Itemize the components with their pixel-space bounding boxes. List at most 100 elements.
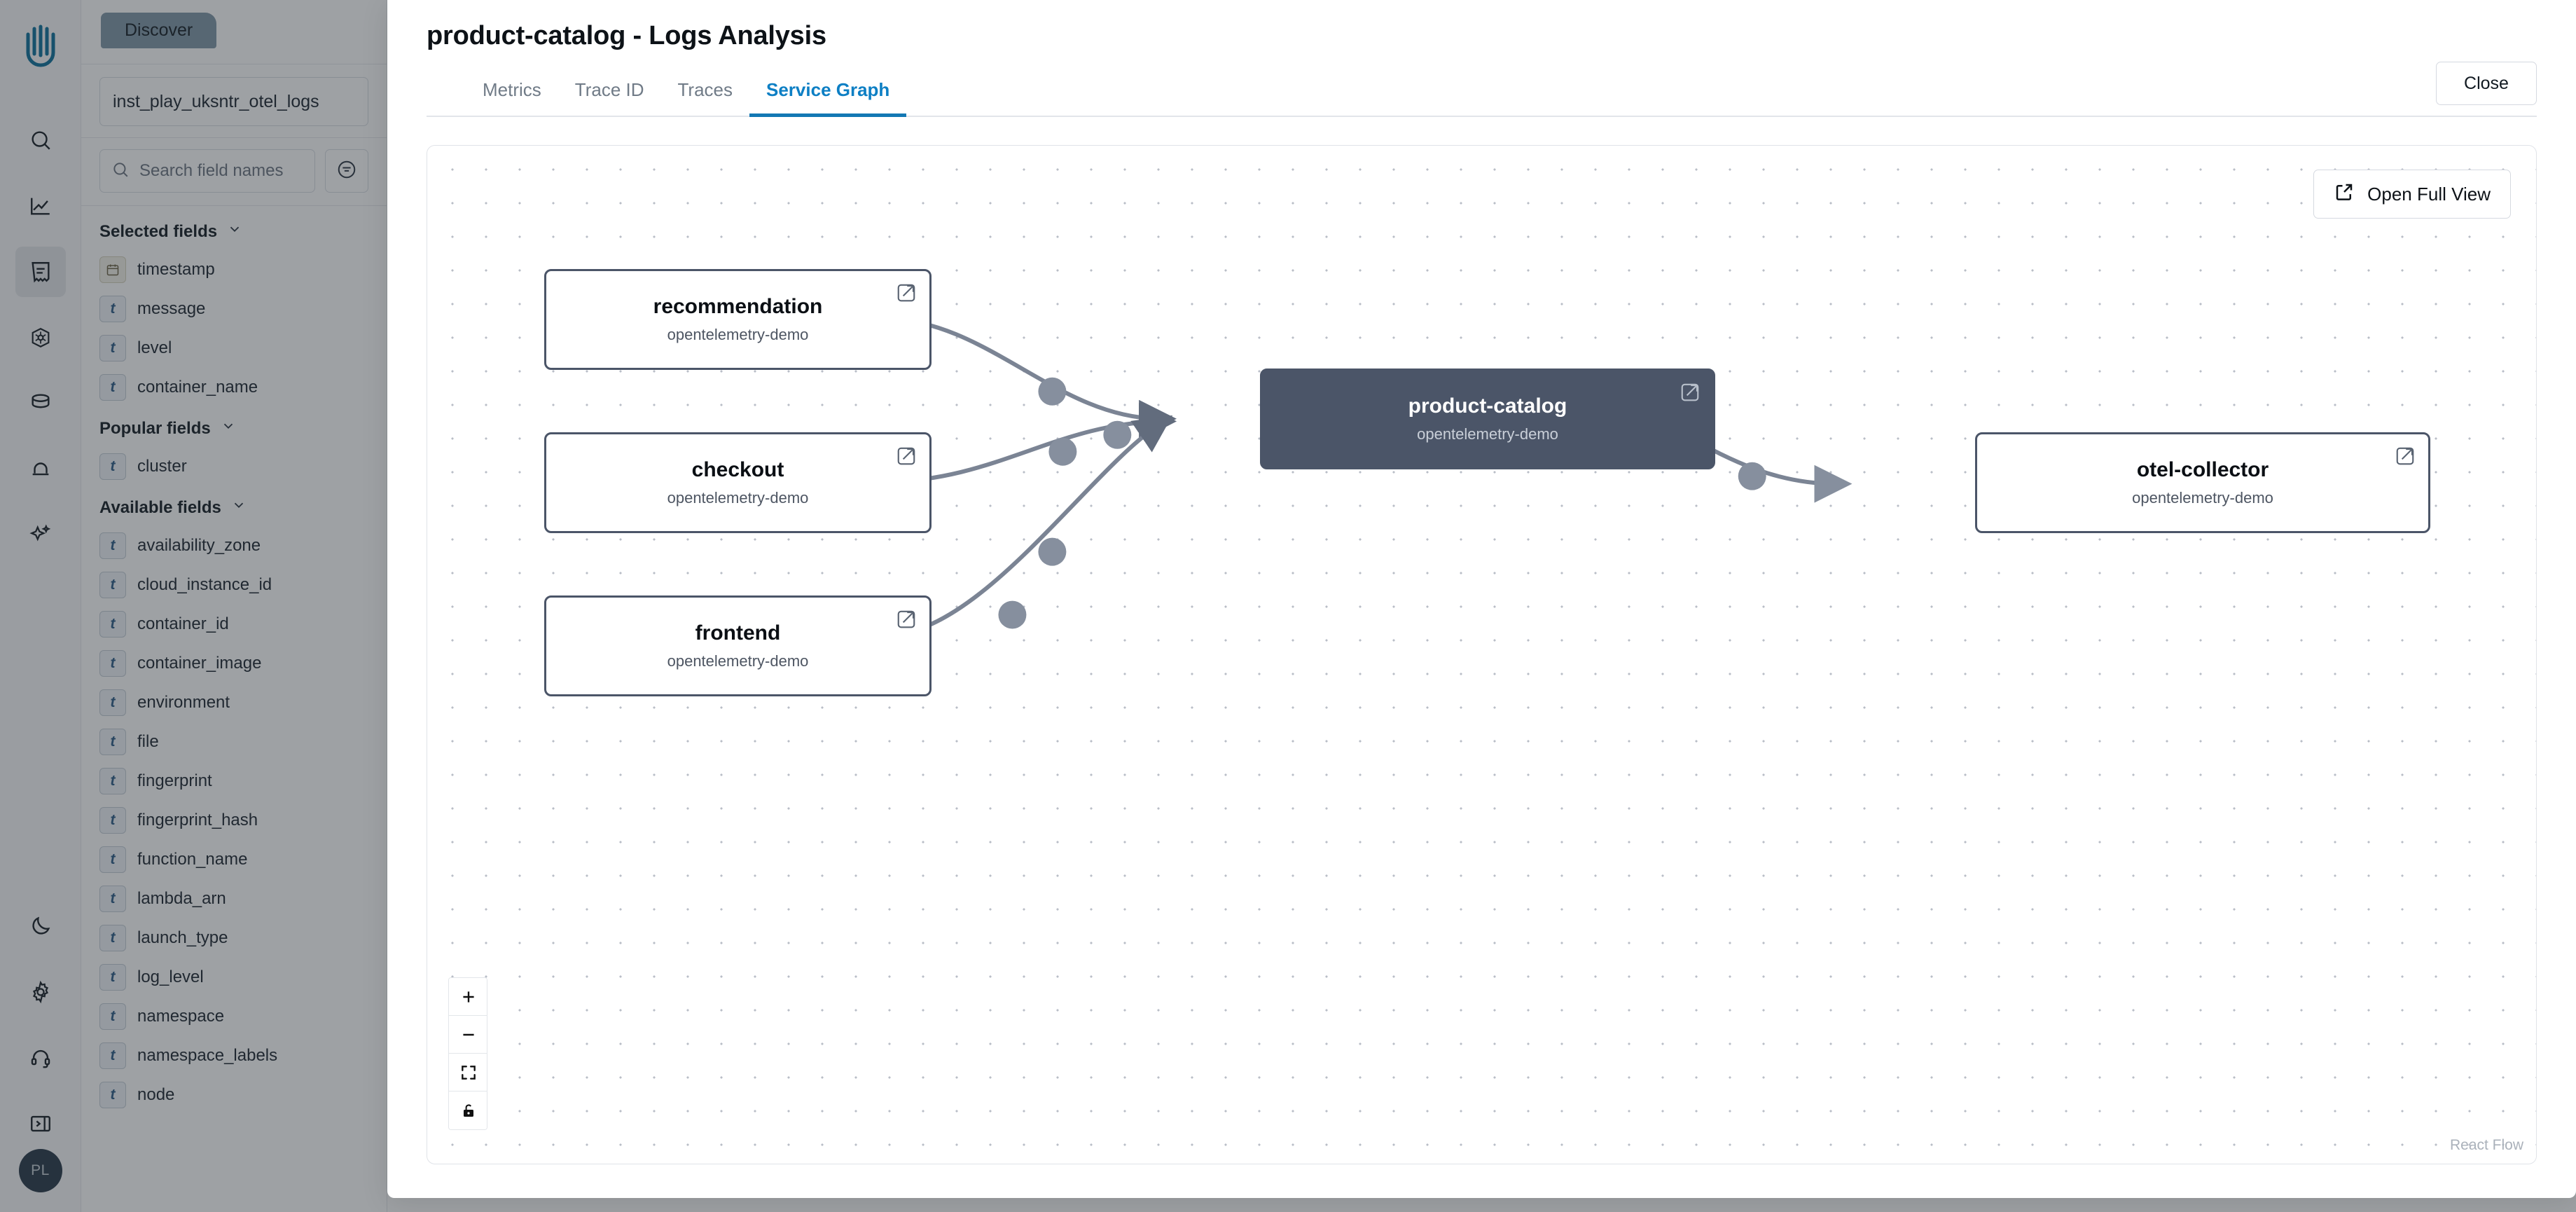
sidebar-item-logs[interactable] [15,247,66,297]
external-link-icon[interactable] [2395,446,2416,470]
field-name: fingerprint [137,771,212,790]
sidebar-item-support[interactable] [15,1033,66,1083]
field-name: launch_type [137,928,228,947]
graph-controls [448,977,487,1130]
field-name: level [137,338,172,357]
field-group-header[interactable]: Selected fields [81,210,387,250]
filter-button[interactable] [325,149,368,193]
sidebar-item-metrics[interactable] [15,181,66,231]
service-graph-canvas[interactable]: Open Full View [427,145,2537,1164]
node-title: recommendation [653,295,823,318]
datasource-select[interactable]: inst_play_uksntr_otel_logs [99,77,368,126]
field-group-header[interactable]: Available fields [81,486,387,526]
field-name: function_name [137,850,248,869]
modal-tabs: Metrics Trace ID Traces Service Graph [427,78,2537,117]
sidebar-item-dark-mode[interactable] [15,901,66,951]
field-group-label: Popular fields [99,418,211,438]
field-name: cluster [137,457,187,476]
fit-view-button[interactable] [449,1054,487,1092]
external-link-icon[interactable] [896,609,917,633]
open-full-view-label: Open Full View [2367,183,2491,205]
chevron-down-icon [231,497,247,518]
sidebar-item-kubernetes[interactable] [15,312,66,363]
tab-metrics[interactable]: Metrics [483,79,541,100]
search-input[interactable]: Search field names [99,149,315,193]
sidebar-item-search[interactable] [15,115,66,165]
field-list-item[interactable]: t function_name [81,840,387,879]
tab-traces[interactable]: Traces [677,79,733,100]
field-name: fingerprint_hash [137,811,258,829]
text-type-icon: t [99,729,126,755]
field-name: container_name [137,378,258,397]
text-type-icon: t [99,296,126,322]
external-link-icon[interactable] [896,446,917,470]
field-list-item[interactable]: timestamp [81,250,387,289]
text-type-icon: t [99,964,126,991]
chevron-down-icon [227,221,242,242]
external-link-icon [2334,181,2355,207]
field-list-item[interactable]: t container_name [81,368,387,407]
field-group-header[interactable]: Popular fields [81,407,387,447]
text-type-icon: t [99,768,126,794]
zoom-in-button[interactable] [449,978,487,1016]
open-full-view-button[interactable]: Open Full View [2313,170,2511,219]
calendar-icon [99,256,126,283]
close-button[interactable]: Close [2436,62,2537,105]
search-icon [111,160,130,182]
graph-node-otel-collector[interactable]: otel-collector opentelemetry-demo [1975,432,2430,533]
lock-icon[interactable] [449,1092,487,1129]
graph-node-recommendation[interactable]: recommendation opentelemetry-demo [544,269,932,370]
discover-sidebar: Discover inst_play_uksntr_otel_logs Sear… [81,0,387,1212]
field-name: namespace [137,1007,225,1026]
node-title: product-catalog [1408,394,1567,418]
modal-body: Open Full View [387,117,2576,1198]
field-list-item[interactable]: t fingerprint_hash [81,801,387,840]
tab-discover[interactable]: Discover [101,13,217,48]
external-link-icon[interactable] [1680,382,1701,406]
tab-trace-id[interactable]: Trace ID [574,79,644,100]
field-list-item[interactable]: t fingerprint [81,762,387,801]
avatar[interactable]: PL [18,1149,62,1192]
field-search-row: Search field names [81,138,387,206]
datasource-row: inst_play_uksntr_otel_logs [81,64,387,138]
text-type-icon: t [99,846,126,873]
field-name: environment [137,693,230,712]
zoom-out-button[interactable] [449,1016,487,1054]
text-type-icon: t [99,1042,126,1069]
node-subtitle: opentelemetry-demo [667,652,809,670]
sidebar-item-assistant[interactable] [15,510,66,560]
text-type-icon: t [99,807,126,834]
graph-node-product-catalog[interactable]: product-catalog opentelemetry-demo [1260,369,1715,469]
external-link-icon[interactable] [896,282,917,307]
filter-icon [336,159,357,184]
sidebar-item-collapse-panel[interactable] [15,1099,66,1149]
field-group-label: Selected fields [99,221,218,241]
sidebar-item-alerts[interactable] [15,444,66,495]
text-type-icon: t [99,1082,126,1108]
graph-node-frontend[interactable]: frontend opentelemetry-demo [544,595,932,696]
tab-service-graph[interactable]: Service Graph [749,79,907,117]
text-type-icon: t [99,374,126,401]
sidebar-item-settings[interactable] [15,967,66,1017]
field-name: availability_zone [137,536,261,555]
graph-node-checkout[interactable]: checkout opentelemetry-demo [544,432,932,533]
node-title: otel-collector [2136,458,2269,481]
sidebar-item-database[interactable] [15,378,66,429]
